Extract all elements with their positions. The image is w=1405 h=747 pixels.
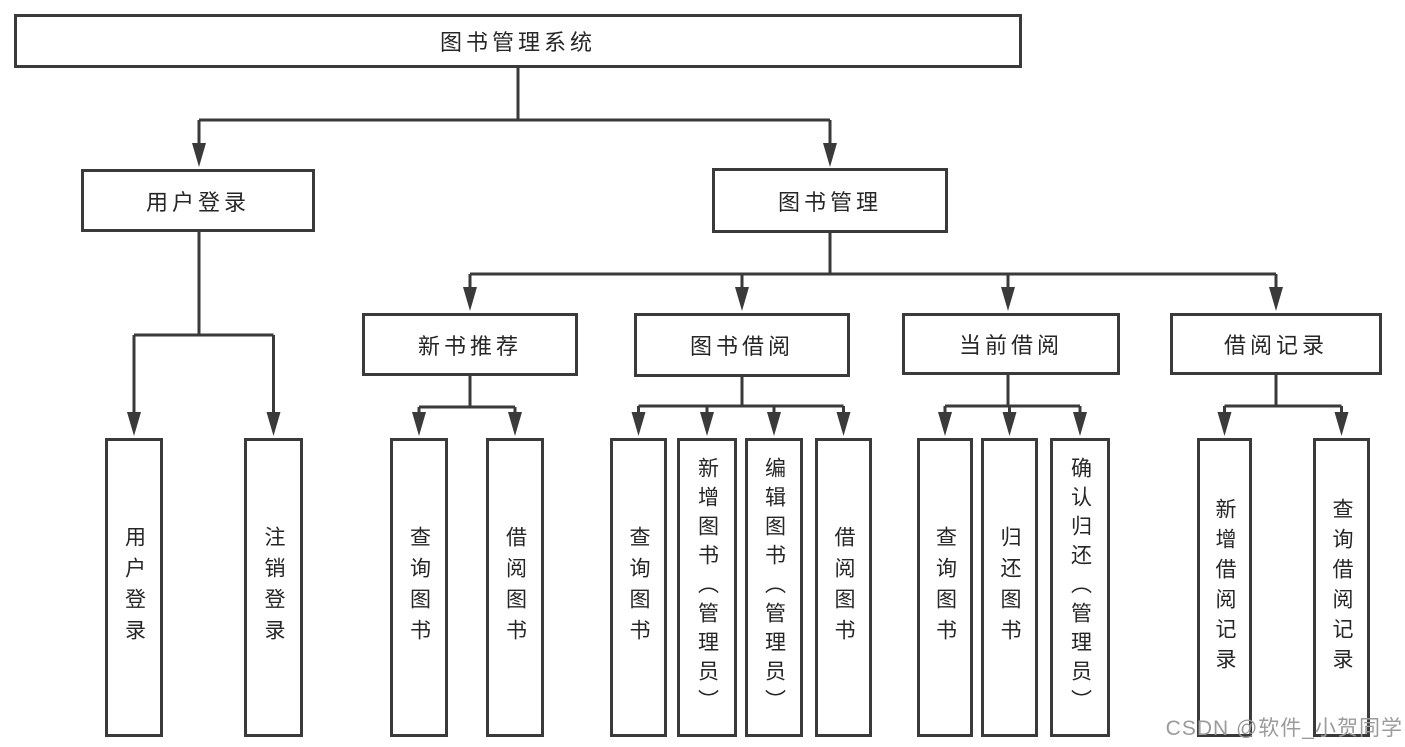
node-label: 当前借阅 bbox=[958, 333, 1063, 358]
leaf-recommend-borrow-book: 借阅图书 bbox=[486, 438, 544, 737]
node-label: 新书推荐 bbox=[417, 333, 522, 359]
node-label: 用户登录 bbox=[122, 525, 146, 650]
node-label: 注销登录 bbox=[262, 525, 285, 650]
node-label: 新增图书（管理员） bbox=[695, 457, 719, 718]
node-library-system: 图书管理系统 bbox=[14, 14, 1022, 68]
csdn-watermark: CSDN @软件_小贺同学 bbox=[1165, 717, 1403, 740]
node-user-login: 用户登录 bbox=[81, 169, 315, 232]
node-label: 图书管理 bbox=[777, 189, 882, 215]
node-current-borrow: 当前借阅 bbox=[902, 313, 1120, 375]
node-book-management: 图书管理 bbox=[712, 168, 948, 233]
leaf-logout: 注销登录 bbox=[244, 438, 303, 737]
node-label: 查询图书 bbox=[407, 525, 431, 650]
node-label: 借阅图书 bbox=[503, 525, 527, 650]
node-label: 用户登录 bbox=[145, 189, 250, 215]
node-label: 查询图书 bbox=[933, 525, 957, 650]
node-label: 查询图书 bbox=[627, 525, 650, 650]
node-label: 查询借阅记录 bbox=[1330, 497, 1353, 678]
leaf-query-borrow-record: 查询借阅记录 bbox=[1313, 438, 1370, 737]
node-label: 借阅记录 bbox=[1223, 333, 1328, 358]
leaf-add-borrow-record: 新增借阅记录 bbox=[1197, 438, 1252, 737]
node-label: 新增借阅记录 bbox=[1213, 497, 1236, 678]
node-new-book-recommend: 新书推荐 bbox=[362, 313, 578, 376]
node-label: 归还图书 bbox=[998, 525, 1021, 650]
node-label: 图书管理系统 bbox=[439, 30, 596, 55]
leaf-confirm-return-admin: 确认归还（管理员） bbox=[1050, 438, 1110, 737]
node-label: 确认归还（管理员） bbox=[1068, 457, 1092, 718]
leaf-return-book: 归还图书 bbox=[981, 438, 1038, 737]
leaf-borrow-query-book: 查询图书 bbox=[610, 438, 667, 737]
arrowheads bbox=[127, 143, 1349, 436]
node-label: 图书借阅 bbox=[689, 334, 794, 359]
leaf-current-query-book: 查询图书 bbox=[917, 438, 973, 737]
leaf-edit-book-admin: 编辑图书（管理员） bbox=[745, 438, 803, 737]
leaf-add-book-admin: 新增图书（管理员） bbox=[677, 438, 737, 737]
node-borrow-records: 借阅记录 bbox=[1170, 313, 1382, 375]
leaf-borrow-book: 借阅图书 bbox=[815, 438, 872, 737]
node-label: 借阅图书 bbox=[832, 525, 855, 650]
node-book-borrow: 图书借阅 bbox=[634, 313, 850, 377]
leaf-recommend-query-book: 查询图书 bbox=[390, 438, 448, 737]
node-label: 编辑图书（管理员） bbox=[762, 457, 786, 718]
leaf-user-login: 用户登录 bbox=[105, 438, 163, 737]
